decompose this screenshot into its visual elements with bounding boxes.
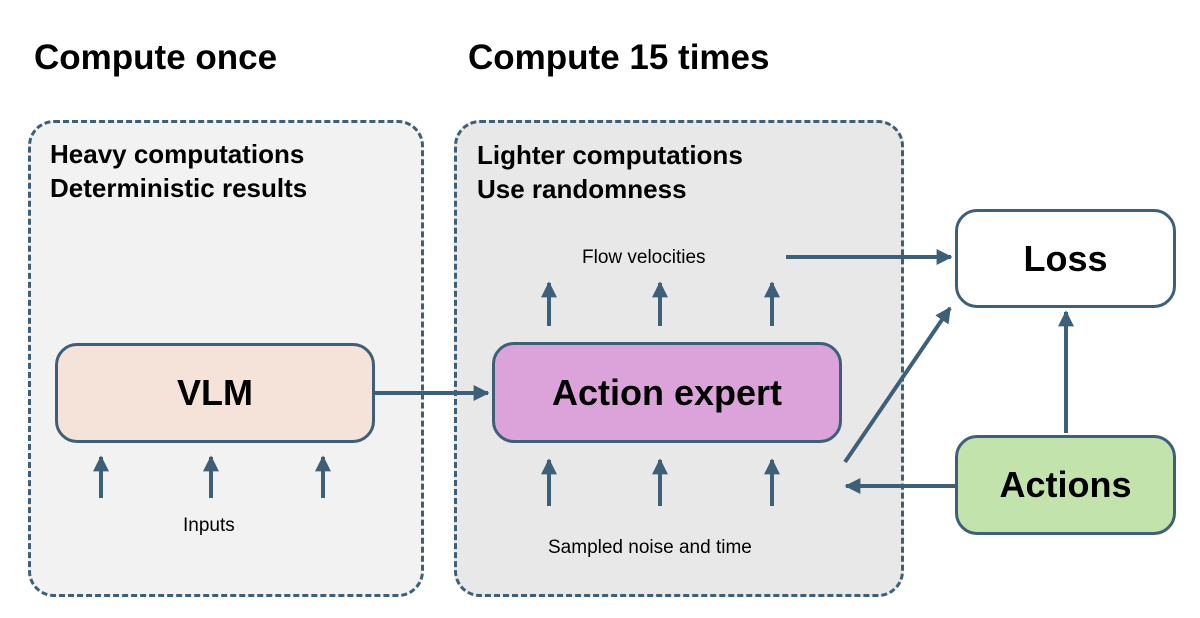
noise-to-loss-arrow: [843, 306, 952, 464]
left-panel-note-line-1: Heavy computations: [50, 139, 305, 169]
left-panel-note: Heavy computations Deterministic results: [50, 137, 307, 205]
action-expert-label: Action expert: [551, 371, 783, 413]
vlm-label: VLM: [177, 372, 253, 413]
left-panel-note-line-2: Deterministic results: [50, 173, 308, 203]
inputs-label: Inputs: [183, 515, 235, 536]
loss-node: Loss: [955, 209, 1176, 308]
compute-once-heading: Compute once: [34, 38, 278, 77]
right-panel-note-line-2: Use randomness: [477, 174, 687, 204]
flow-velocities-label: Flow velocities: [582, 247, 706, 268]
actions-label: Actions: [999, 464, 1132, 505]
vlm-node: VLM: [55, 343, 375, 443]
sampled-noise-and-time-label: Sampled noise and time: [548, 537, 752, 558]
loss-label: Loss: [1023, 237, 1108, 279]
actions-node: Actions: [955, 435, 1176, 535]
right-panel-note: Lighter computations Use randomness: [477, 138, 743, 206]
compute-15-times-heading: Compute 15 times: [468, 38, 770, 77]
action-expert-node: Action expert: [492, 342, 842, 443]
right-panel-note-line-1: Lighter computations: [477, 140, 743, 170]
